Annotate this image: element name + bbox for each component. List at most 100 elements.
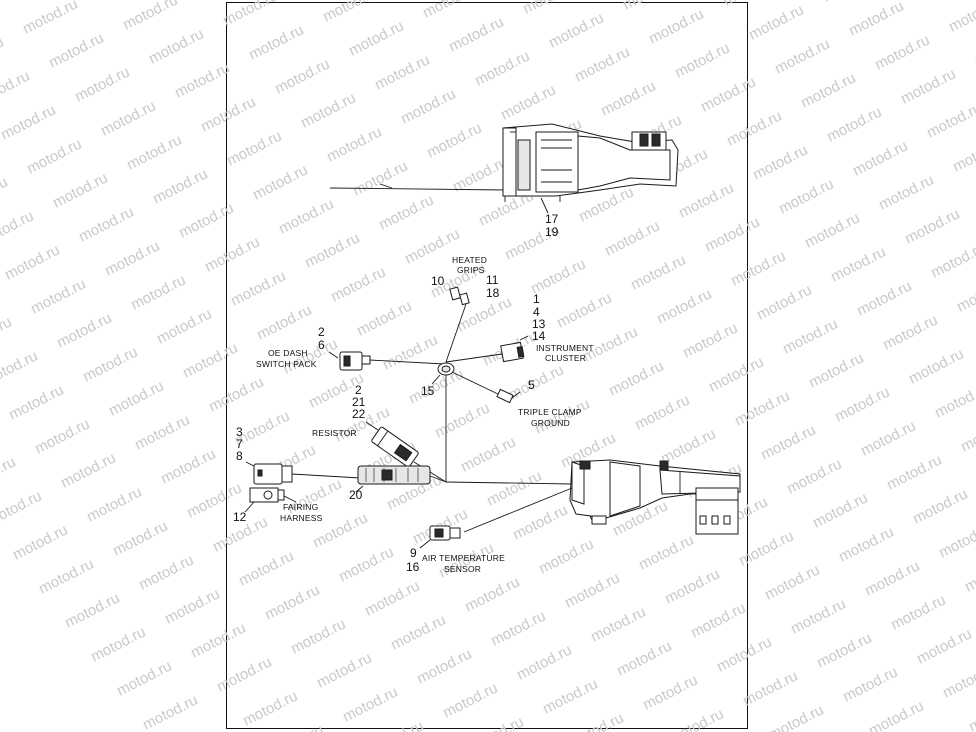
watermark-text: motod.ru (766, 702, 826, 732)
watermark-text: motod.ru (298, 90, 358, 132)
watermark-text: motod.ru (420, 0, 480, 22)
watermark-text: motod.ru (758, 422, 818, 464)
watermark-text: motod.ru (214, 654, 274, 696)
watermark-text: motod.ru (858, 418, 918, 460)
watermark-text: motod.ru (158, 446, 218, 488)
watermark-text: motod.ru (458, 434, 518, 476)
watermark-text: motod.ru (236, 548, 296, 590)
watermark-text: motod.ru (780, 316, 840, 358)
watermark-text: motod.ru (362, 578, 422, 620)
watermark-text: motod.ru (88, 624, 148, 666)
triple-clamp-label-1: TRIPLE CLAMP (518, 407, 582, 417)
watermark-text: motod.ru (46, 30, 106, 72)
watermark-text: motod.ru (414, 646, 474, 688)
watermark-text: motod.ru (736, 528, 796, 570)
watermark-text: motod.ru (936, 520, 976, 562)
callout-grips-right-a: 11 (486, 273, 499, 287)
watermark-text: motod.ru (54, 310, 114, 352)
watermark-text: motod.ru (162, 586, 222, 628)
watermark-text: motod.ru (920, 0, 976, 2)
watermark-text: motod.ru (914, 626, 974, 668)
watermark-text: motod.ru (176, 200, 236, 242)
watermark-text: motod.ru (654, 286, 714, 328)
watermark-text: motod.ru (676, 180, 736, 222)
watermark-text: motod.ru (10, 522, 70, 564)
watermark-text: motod.ru (954, 274, 976, 316)
watermark-text: motod.ru (672, 40, 732, 82)
watermark-text: motod.ru (354, 298, 414, 340)
watermark-text: motod.ru (406, 366, 466, 408)
watermark-text: motod.ru (366, 718, 426, 732)
watermark-text: motod.ru (958, 414, 976, 456)
watermark-text: motod.ru (266, 722, 326, 732)
callout-resistor-c: 22 (352, 407, 366, 421)
watermark-text: motod.ru (940, 660, 976, 702)
watermark-text: motod.ru (876, 172, 936, 214)
watermark-text: motod.ru (720, 0, 780, 10)
watermark-text: motod.ru (866, 698, 926, 732)
watermark-text: motod.ru (224, 128, 284, 170)
watermark-text: motod.ru (662, 566, 722, 608)
watermark-text: motod.ru (740, 668, 800, 710)
callout-cluster-a: 1 (533, 292, 540, 306)
watermark-text: motod.ru (646, 6, 706, 48)
air-temp-label-2: SENSOR (444, 564, 481, 574)
watermark-text: motod.ru (206, 374, 266, 416)
watermark-text: motod.ru (228, 268, 288, 310)
watermark-text: motod.ru (628, 252, 688, 294)
watermark-text: motod.ru (20, 0, 80, 38)
watermark-text: motod.ru (880, 312, 940, 354)
watermark-text: motod.ru (762, 562, 822, 604)
watermark-text: motod.ru (806, 350, 866, 392)
diagram-frame (226, 2, 748, 729)
watermark-text: motod.ru (0, 208, 37, 250)
watermark-text: motod.ru (0, 68, 33, 110)
watermark-text: motod.ru (28, 276, 88, 318)
watermark-text: motod.ru (372, 52, 432, 94)
watermark-text: motod.ru (240, 688, 300, 730)
callout-cluster-b: 4 (533, 305, 540, 319)
watermark-text: motod.ru (0, 348, 41, 390)
watermark-text: motod.ru (0, 314, 15, 356)
watermark-text: motod.ru (140, 692, 200, 732)
watermark-text: motod.ru (276, 196, 336, 238)
watermark-text: motod.ru (946, 0, 976, 36)
watermark-text: motod.ru (640, 672, 700, 714)
triple-clamp-label-2: GROUND (531, 418, 570, 428)
watermark-text: motod.ru (36, 556, 96, 598)
watermark-text: motod.ru (220, 0, 280, 30)
watermark-text: motod.ru (32, 416, 92, 458)
watermark-text: motod.ru (776, 176, 836, 218)
watermark-text: motod.ru (702, 214, 762, 256)
watermark-text: motod.ru (614, 638, 674, 680)
watermark-text: motod.ru (606, 358, 666, 400)
watermark-text: motod.ru (714, 634, 774, 676)
watermark-text: motod.ru (832, 384, 892, 426)
watermark-text: motod.ru (340, 684, 400, 726)
watermark-text: motod.ru (924, 100, 976, 142)
watermark-text: motod.ru (488, 608, 548, 650)
watermark-text: motod.ru (728, 248, 788, 290)
watermark-text: motod.ru (836, 524, 896, 566)
watermark-text: motod.ru (798, 70, 858, 112)
watermark-text: motod.ru (0, 454, 19, 496)
callout-switch-b: 6 (318, 338, 325, 352)
watermark-text: motod.ru (962, 554, 976, 596)
watermark-text: motod.ru (546, 10, 606, 52)
watermark-text: motod.ru (802, 210, 862, 252)
watermark-text: motod.ru (498, 82, 558, 124)
callout-junction: 15 (421, 384, 435, 398)
watermark-text: motod.ru (180, 340, 240, 382)
junction-and-ground: 15 5 TRIPLE CLAMP GROUND (421, 362, 582, 482)
watermark-text: motod.ru (320, 0, 380, 26)
callout-fairing-harness: 12 (233, 510, 247, 524)
instrument-cluster-label-1: INSTRUMENT (536, 343, 594, 353)
watermark-text: motod.ru (520, 0, 580, 18)
watermark-text: motod.ru (732, 388, 792, 430)
watermark-text: motod.ru (440, 680, 500, 722)
watermark-text: motod.ru (302, 230, 362, 272)
watermark-text: motod.ru (288, 616, 348, 658)
watermark-text: motod.ru (688, 600, 748, 642)
watermark-text: motod.ru (602, 218, 662, 260)
